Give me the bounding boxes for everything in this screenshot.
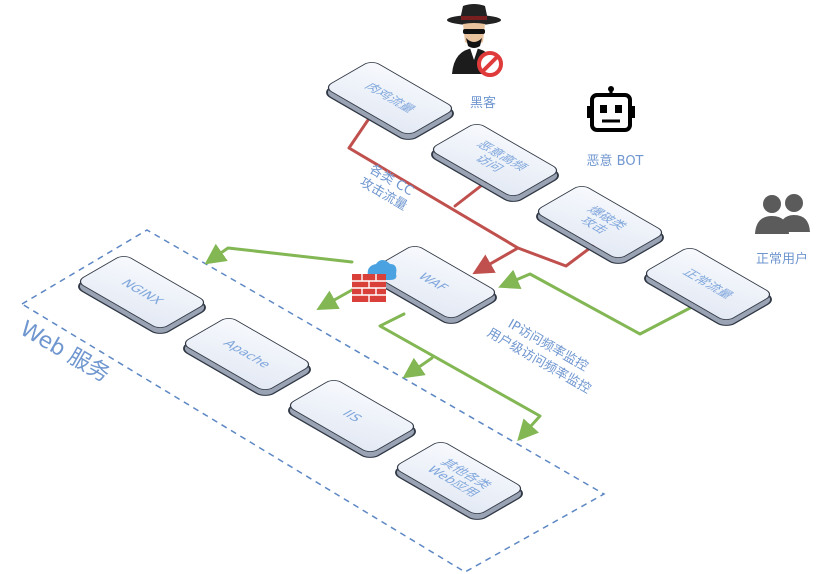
- normal-user-label: 正常用户: [755, 252, 808, 267]
- route-to-apache: [316, 288, 354, 311]
- cloud-firewall-icon: [352, 260, 397, 302]
- route-to-iis: [402, 356, 434, 379]
- robot-icon: [587, 86, 635, 132]
- users-icon: [755, 194, 810, 234]
- bot-label: 恶意 BOT: [586, 154, 644, 169]
- node-label: 肉鸡流量: [360, 81, 420, 115]
- attack-path-meat-chicken: [347, 118, 520, 250]
- route-to-nginx: [204, 243, 354, 265]
- node-label: Apache: [219, 338, 275, 370]
- node-label: WAF: [414, 271, 452, 293]
- normal-traffic-path: [498, 269, 692, 336]
- node-label: NGINX: [117, 277, 167, 307]
- node-label: IIS: [338, 408, 366, 424]
- node-label: 爆破类 攻击: [575, 204, 630, 236]
- route-trunk: [378, 312, 542, 442]
- hacker-icon: [447, 4, 503, 77]
- attack-path-high-freq: [453, 180, 488, 208]
- hacker-label: 黑客: [469, 96, 496, 111]
- node-label: 正常流量: [678, 267, 738, 301]
- web-service-frame: [20, 229, 606, 573]
- attack-path-brute-force: [472, 240, 600, 275]
